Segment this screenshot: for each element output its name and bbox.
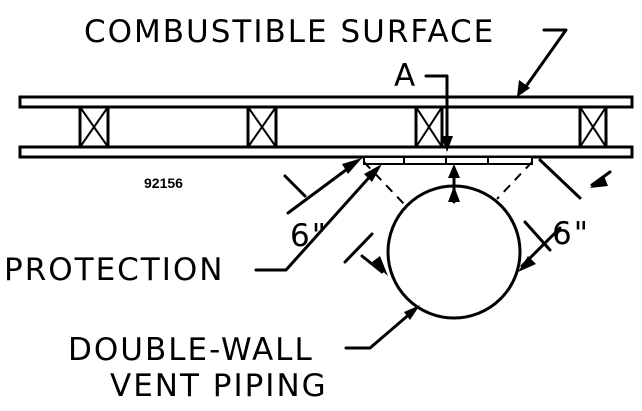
point-a-label: A [394,58,417,94]
drawing-number: 92156 [144,175,183,191]
joist [246,105,278,149]
vent-piping-leader [344,305,420,350]
protection-label: PROTECTION [4,252,224,288]
combustible-structure [18,95,634,159]
protection-strip [363,156,533,165]
combustible-surface-label: COMBUSTIBLE SURFACE [84,14,495,50]
right-extension-line [496,161,533,200]
left-clearance-label: 6" [290,218,328,254]
top-board [18,95,634,109]
point-a-leader [424,74,453,152]
left-clearance-dimension [283,158,388,276]
protection-leader [254,164,382,272]
combustible-surface-leader [517,28,568,97]
right-clearance-label: 6" [552,216,590,252]
joist [78,105,110,149]
joist [578,105,608,149]
vent-pipe-circle [386,184,522,320]
left-extension-line [363,161,406,206]
joist [414,105,444,149]
vent-piping-label-line1: DOUBLE-WALL [68,332,314,368]
clearance-a-arrow [448,164,460,204]
right-clearance-dimension [518,158,612,272]
vent-piping-label-line2: VENT PIPING [110,368,328,404]
bottom-board [18,145,634,159]
